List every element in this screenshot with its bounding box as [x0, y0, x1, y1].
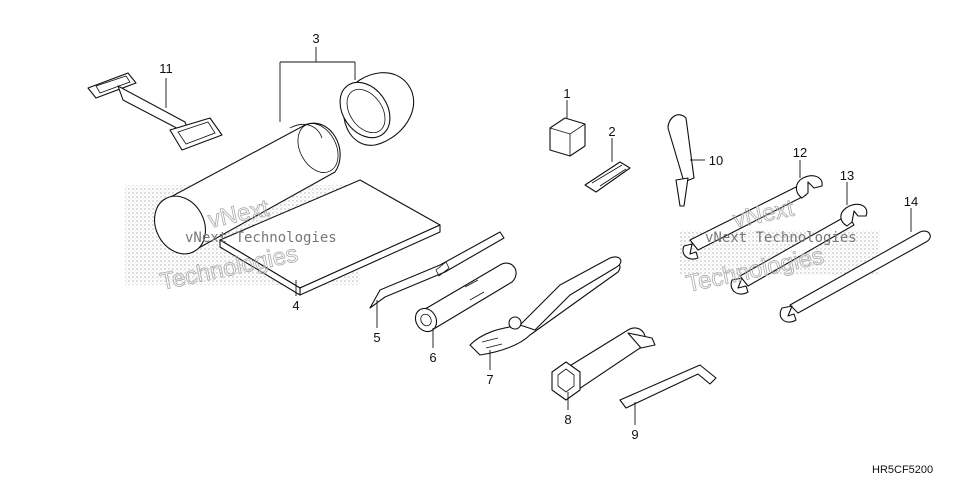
part-number-label: 2: [608, 124, 615, 139]
part-number-label: 11: [159, 61, 173, 76]
part-number-label: 8: [564, 412, 571, 427]
part-number-label: 9: [631, 427, 638, 442]
part-number-label: 3: [312, 31, 319, 46]
screwdriver-icon[interactable]: [369, 231, 505, 309]
part-labels: 1 2 3 4 5 6 7 8 9 10 11 12 13 14: [159, 31, 918, 442]
part-number-label: 10: [709, 153, 723, 168]
part-number-label: 4: [292, 298, 299, 313]
open-end-wrench-icon[interactable]: [730, 203, 868, 295]
open-end-wrench-icon[interactable]: [779, 230, 931, 323]
fuse-icon[interactable]: [549, 117, 586, 157]
svg-text:vNext Technologies: vNext Technologies: [705, 230, 857, 246]
hex-key-icon[interactable]: [619, 364, 717, 409]
spark-plug-wrench-icon[interactable]: [551, 327, 656, 401]
part-number-label: 7: [486, 372, 493, 387]
part-number-label: 14: [904, 194, 918, 209]
svg-text:vNext: vNext: [731, 195, 797, 234]
part-number-label: 6: [429, 350, 436, 365]
strap-icon[interactable]: [87, 72, 223, 151]
owners-manual-icon[interactable]: [219, 179, 441, 296]
tool-case-icon[interactable]: [145, 72, 415, 263]
socket-wrench-icon[interactable]: [411, 262, 517, 335]
leader-lines: [165, 47, 912, 425]
part-number-label: 5: [373, 330, 380, 345]
open-end-wrench-icon[interactable]: [682, 175, 823, 260]
screwdriver-grip-icon[interactable]: [667, 114, 695, 207]
svg-text:vNext Technologies: vNext Technologies: [185, 230, 337, 246]
part-number-label: 1: [563, 86, 570, 101]
part-number-label: 12: [793, 145, 807, 160]
fuse-puller-icon[interactable]: [584, 161, 631, 193]
pliers-icon[interactable]: [469, 256, 622, 356]
part-number-label: 13: [840, 168, 854, 183]
diagram-code: HR5CF5200: [872, 464, 933, 476]
